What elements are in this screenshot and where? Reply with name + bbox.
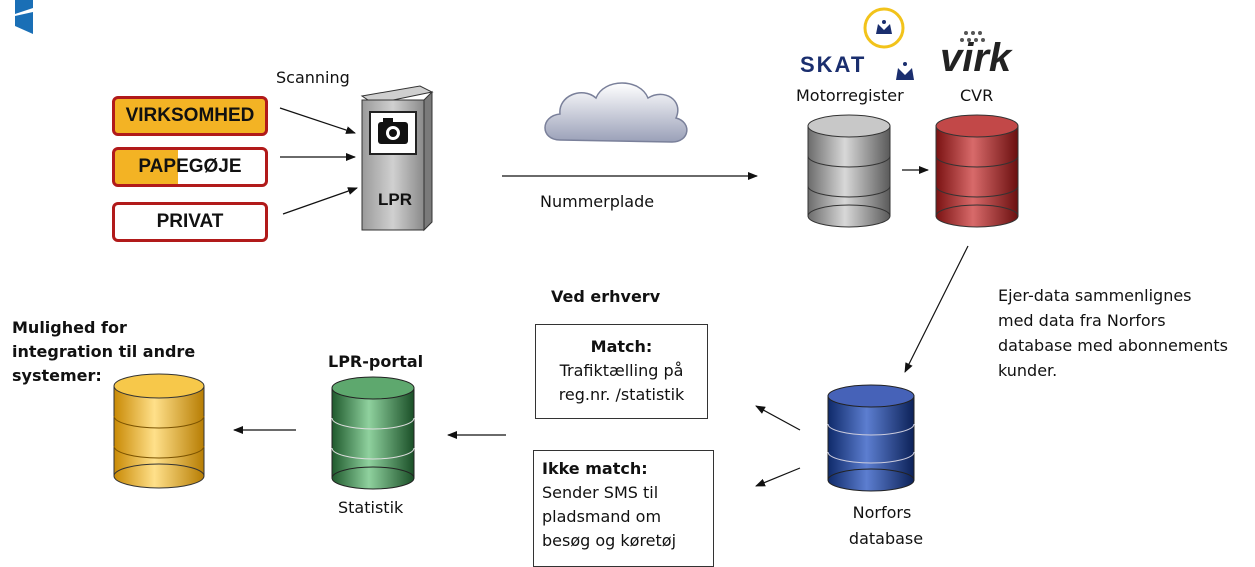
virk-logo: virk <box>940 36 1012 80</box>
plate-papegoje-post: PEGØJE <box>163 156 242 177</box>
plate-virksomhed: VIRKSOMHED <box>112 96 268 136</box>
norfors-label: Norfors database <box>836 500 936 552</box>
ikke-match-title: Ikke match: <box>542 459 648 478</box>
ikke-match-line: pladsmand om <box>542 507 662 526</box>
integration-db-icon <box>113 373 205 489</box>
motorregister-db-icon <box>807 114 891 228</box>
ejer-note-line: kunder. <box>998 361 1058 380</box>
motorregister-label: Motorregister <box>796 86 904 105</box>
match-title: Match: <box>590 337 653 356</box>
camera-label: LPR <box>378 190 412 209</box>
integration-note: Mulighed for integration til andre syste… <box>12 316 195 388</box>
norfors-label-line: database <box>848 529 924 548</box>
corner-logo-icon <box>15 0 33 34</box>
plate-privat-text: PRIVAT <box>156 211 224 232</box>
skat-logo: SKAT <box>800 52 867 77</box>
nummerplade-label: Nummerplade <box>540 192 655 211</box>
ikke-match-arrow <box>755 467 801 487</box>
norfors-label-line: Norfors <box>852 503 912 522</box>
integration-note-line: Mulighed for <box>12 318 127 337</box>
match-box: Match: Trafiktælling på reg.nr. /statist… <box>535 324 708 419</box>
plate-arrows <box>279 107 358 215</box>
ejer-note: Ejer-data sammenlignes med data fra Norf… <box>998 283 1228 383</box>
lpr-camera-icon <box>360 85 434 232</box>
integration-note-line: integration til andre <box>12 342 196 361</box>
skat-crown-icon <box>863 7 914 80</box>
integration-note-line: systemer: <box>12 366 102 385</box>
plate-papegoje-pre: PA <box>138 156 164 177</box>
norfors-db-icon <box>827 384 915 492</box>
virk-dots-icon <box>960 31 985 42</box>
plate-privat: PRIVAT <box>112 202 268 242</box>
ejer-note-line: Ejer-data sammenlignes <box>998 286 1192 305</box>
lpr-portal-title: LPR-portal <box>328 352 424 371</box>
plate-virksomhed-text: VIRKSOMHED <box>125 105 255 126</box>
ejer-note-line: database med abonnements <box>998 336 1228 355</box>
ikke-match-line: besøg og køretøj <box>542 531 677 550</box>
match-arrow <box>755 405 801 431</box>
ikke-match-box: Ikke match: Sender SMS til pladsmand om … <box>533 450 714 567</box>
scanning-label: Scanning <box>276 68 350 87</box>
compare-arrow <box>904 245 969 373</box>
lpr-portal-label: Statistik <box>338 498 404 517</box>
ikke-match-line: Sender SMS til <box>542 483 659 502</box>
lpr-portal-db-icon <box>331 376 415 490</box>
match-line: Trafiktælling på <box>559 361 684 380</box>
cvr-db-icon <box>935 114 1019 228</box>
ved-erhverv-label: Ved erhverv <box>551 287 661 306</box>
match-line: reg.nr. /statistik <box>558 385 685 404</box>
ejer-note-line: med data fra Norfors <box>998 311 1166 330</box>
cloud-icon <box>544 82 688 143</box>
cvr-label: CVR <box>960 86 994 105</box>
